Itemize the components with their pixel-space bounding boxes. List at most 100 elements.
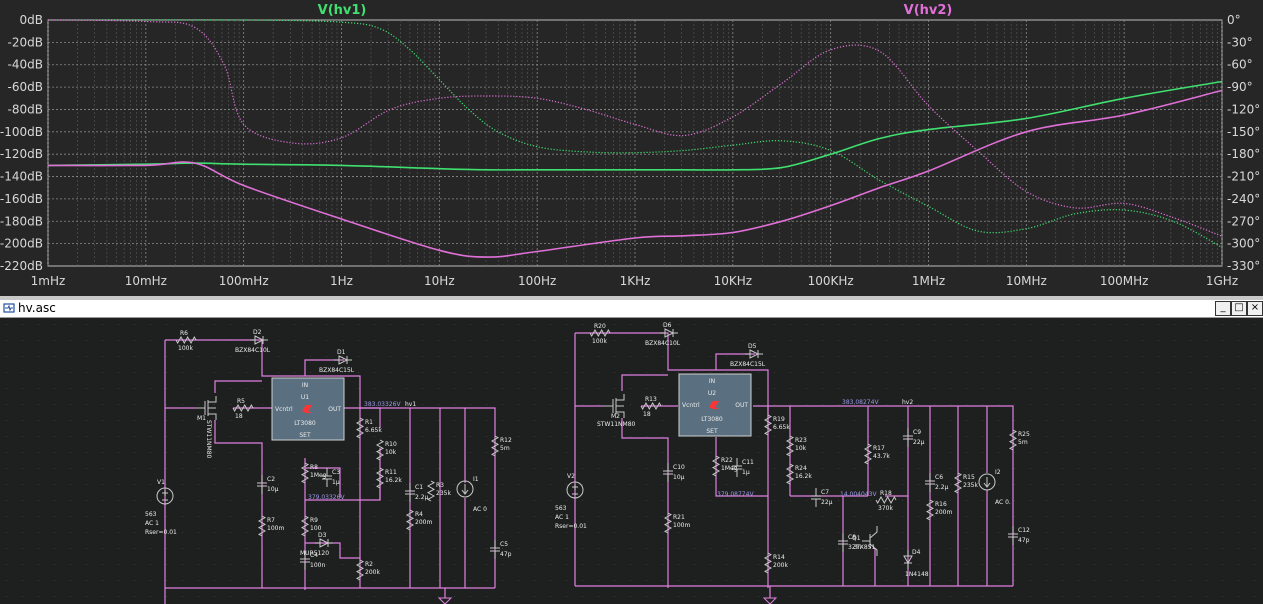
resistor-r17[interactable] <box>863 443 873 465</box>
diode-d3[interactable] <box>315 538 333 548</box>
grid-dot <box>1222 404 1223 405</box>
diode-d6[interactable] <box>660 328 678 338</box>
grid-dot <box>438 372 439 373</box>
right-wire[interactable] <box>715 353 755 370</box>
grid-dot <box>358 436 359 437</box>
hv1-magnitude-trace[interactable] <box>47 80 1223 171</box>
right-wire[interactable] <box>885 406 909 497</box>
diode-d2[interactable] <box>250 335 268 345</box>
resistor-r1[interactable] <box>355 417 365 439</box>
right-axis-tick-label: -120° <box>1227 102 1260 116</box>
right-wire[interactable] <box>621 418 669 588</box>
grid-dot <box>886 500 887 501</box>
resistor-r14[interactable] <box>763 552 773 574</box>
trace-title-hv1[interactable]: V(hv1) <box>318 3 367 18</box>
capacitor-c1[interactable] <box>405 483 415 502</box>
resistor-r5[interactable] <box>232 403 254 413</box>
current-source-i2[interactable] <box>978 473 996 491</box>
grid-dot <box>758 324 759 325</box>
resistor-r16[interactable] <box>925 499 935 521</box>
resistor-r7[interactable] <box>257 515 267 537</box>
grid-dot <box>230 564 231 565</box>
left-wire[interactable] <box>304 359 344 376</box>
grid-dot <box>54 404 55 405</box>
left-wire[interactable] <box>214 380 262 393</box>
resistor-r4[interactable] <box>405 509 415 531</box>
close-button[interactable]: × <box>1247 301 1263 316</box>
resistor-r9[interactable] <box>300 515 310 537</box>
grid-dot <box>502 580 503 581</box>
pane-divider[interactable] <box>0 296 1263 300</box>
minimize-button[interactable]: _ <box>1215 301 1231 316</box>
grid-dot <box>166 532 167 533</box>
grid-dot <box>582 516 583 517</box>
right-wire[interactable] <box>621 374 668 391</box>
grid-dot <box>566 580 567 581</box>
voltage-source-v1[interactable] <box>156 487 174 505</box>
resistor-r25[interactable] <box>1008 429 1018 451</box>
grid-dot <box>230 580 231 581</box>
resistor-r19[interactable] <box>763 414 773 436</box>
resistor-r21[interactable] <box>663 512 673 534</box>
hv1-phase-trace[interactable] <box>47 19 1223 248</box>
left-wire[interactable] <box>305 542 360 559</box>
resistor-r15[interactable] <box>953 472 963 494</box>
grid-dot <box>614 580 615 581</box>
grid-dot <box>758 580 759 581</box>
diode-d1[interactable] <box>334 355 352 365</box>
left-wire[interactable] <box>165 339 361 588</box>
diode-d4[interactable] <box>903 550 913 569</box>
resistor-r23[interactable] <box>785 435 795 457</box>
grid-dot <box>982 356 983 357</box>
resistor-r22[interactable] <box>711 455 721 477</box>
right-wire[interactable] <box>715 437 768 497</box>
capacitor-c8[interactable] <box>838 533 848 552</box>
left-wire[interactable] <box>214 420 263 588</box>
grid-dot <box>854 516 855 517</box>
resistor-r8[interactable] <box>300 462 310 484</box>
capacitor-c10[interactable] <box>663 463 673 482</box>
capacitor-c12[interactable] <box>1008 526 1018 545</box>
left-wire[interactable] <box>344 407 381 428</box>
capacitor-c11[interactable] <box>732 458 742 477</box>
hv2-magnitude-trace[interactable] <box>47 89 1223 258</box>
maximize-button[interactable]: □ <box>1231 301 1247 316</box>
capacitor-c9[interactable] <box>903 428 913 447</box>
resistor-r20[interactable] <box>589 328 611 338</box>
capacitor-c6[interactable] <box>925 473 935 492</box>
current-source-i1[interactable] <box>456 480 474 498</box>
resistor-r13[interactable] <box>640 401 662 411</box>
diode-d5[interactable] <box>745 349 763 359</box>
mosfet-m1[interactable] <box>195 396 217 420</box>
capacitor-c3[interactable] <box>322 468 332 487</box>
mosfet-m2[interactable] <box>603 394 625 418</box>
trace-title-hv2[interactable]: V(hv2) <box>904 3 953 18</box>
resistor-r12[interactable] <box>490 435 500 457</box>
right-wire[interactable] <box>575 332 769 588</box>
resistor-r3[interactable] <box>426 480 436 502</box>
resistor-r10[interactable] <box>375 439 385 461</box>
resistor-r24[interactable] <box>785 463 795 485</box>
capacitor-c2[interactable] <box>257 475 267 494</box>
hv2-phase-trace[interactable] <box>47 19 1223 237</box>
grid-dot <box>262 596 263 597</box>
grid-dot <box>486 596 487 597</box>
resistor-r11[interactable] <box>375 467 385 489</box>
voltage-source-v2[interactable] <box>566 481 584 499</box>
grid-dot <box>38 548 39 549</box>
capacitor-c4[interactable] <box>300 551 310 570</box>
resistor-r6[interactable] <box>175 335 197 345</box>
left-wire[interactable] <box>360 407 496 588</box>
bjt-q1[interactable] <box>862 526 878 556</box>
component-value: 2.2µ <box>415 494 429 501</box>
schematic-titlebar[interactable]: hv.asc _ □ × <box>0 300 1263 318</box>
resistor-r18[interactable] <box>875 495 897 505</box>
resistor-r2[interactable] <box>355 559 365 581</box>
grid-dot <box>502 532 503 533</box>
capacitor-c5[interactable] <box>490 540 500 559</box>
capacitor-c7[interactable] <box>811 488 821 507</box>
